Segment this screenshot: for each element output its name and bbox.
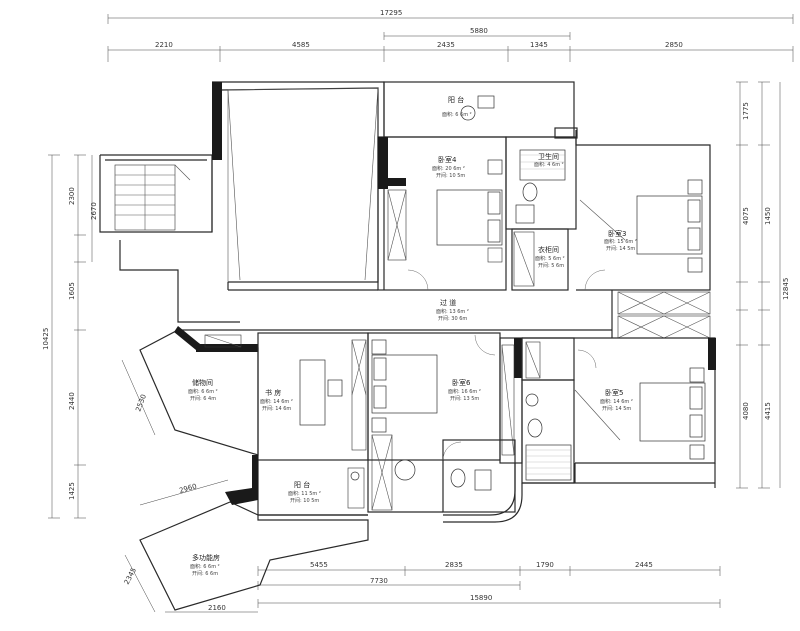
dim-top-seg-5: 2850: [665, 41, 683, 49]
room-balcony-south-name: 阳 台: [294, 480, 310, 489]
room-balcony-north-area: 面积: 6 6m ²: [442, 111, 472, 118]
dim-right-1: 1775: [742, 102, 750, 120]
room-bedroom-5-name: 卧室5: [605, 388, 623, 397]
dim-right-2: 4075: [742, 207, 750, 225]
room-study-extra: 开间: 14 6m: [262, 405, 291, 412]
room-study-name: 书 房: [265, 388, 281, 397]
room-bedroom-4-extra: 开间: 10 5m: [436, 172, 465, 179]
dim-bottom-sub: 7730: [370, 577, 388, 585]
bedroom-6-area: 卧室6 面积: 16 6m ² 开间: 13 5m: [367, 332, 501, 511]
dim-left-1: 2300: [68, 187, 76, 205]
room-bedroom-4-name: 卧室4: [438, 155, 457, 164]
room-storage-name: 储物间: [192, 378, 213, 387]
room-bedroom-3-area: 面积: 15 6m ²: [604, 238, 637, 245]
room-storage-extra: 开间: 6 4m: [190, 395, 216, 402]
stairwell: [99, 154, 240, 323]
dim-right-4: 1450: [764, 207, 772, 225]
dim-top-seg-4: 1345: [530, 41, 548, 49]
southeast-bath-area: [521, 379, 575, 484]
storage-area: 储物间 面积: 6 6m ² 开间: 6 4m: [139, 326, 259, 456]
dim-bottom-2: 2835: [445, 561, 463, 569]
storage-dimensions: 2530: [121, 359, 156, 436]
room-bedroom-5-extra: 开间: 14 5m: [602, 405, 631, 412]
room-corridor-extra: 开间: 30 6m: [438, 315, 467, 322]
dim-bottom-3: 1790: [536, 561, 554, 569]
room-bathroom-north-area: 面积: 4 6m ²: [534, 161, 564, 168]
dim-bottom-left: 2160: [208, 604, 226, 612]
bedroom-4-area: 卧室4 面积: 20 6m ² 开间: 10 5m: [377, 136, 507, 291]
room-study-area: 面积: 14 6m ²: [260, 398, 293, 405]
room-multi-extra: 开间: 6 6m: [192, 570, 218, 577]
room-bedroom-6-extra: 开间: 13 5m: [450, 395, 479, 402]
dim-top-seg-2: 4585: [292, 41, 310, 49]
dim-top-total: 17295: [380, 9, 402, 17]
top-dimensions: 17295 5880 2210 4585 2435 1345 2850: [107, 9, 794, 62]
dim-left-small: 2670: [90, 202, 98, 220]
room-storage-area: 面积: 6 6m ²: [188, 388, 218, 395]
dim-bottom-1: 5455: [310, 561, 328, 569]
room-multi-area: 面积: 6 6m ²: [190, 563, 220, 570]
outer-walls: [522, 127, 716, 488]
room-bedroom-4-area: 面积: 20 6m ²: [432, 165, 465, 172]
room-corridor-name: 过 道: [440, 298, 456, 307]
dim-left-3: 2440: [68, 392, 76, 410]
room-bathroom-north-name: 卫生间: [538, 152, 559, 161]
room-multi-name: 多功能房: [192, 553, 220, 562]
room-balcony-north-name: 阳 台: [448, 95, 464, 104]
room-bedroom-3-name: 卧室3: [608, 229, 626, 238]
room-bedroom-6-area: 面积: 16 6m ²: [448, 388, 481, 395]
room-bedroom-3-extra: 开间: 14 5m: [606, 245, 635, 252]
dim-top-seg-1: 2210: [155, 41, 173, 49]
room-closet-area: 面积: 5 6m ²: [535, 255, 565, 262]
balcony-south-area: 阳 台 面积: 11 5m ² 开间: 10 5m: [257, 460, 523, 523]
dim-bottom-4: 2445: [635, 561, 653, 569]
room-balcony-south-area: 面积: 11 5m ²: [288, 490, 321, 497]
bottom-dimensions: 5455 2835 1790 2445 7730 15890 2160: [165, 561, 721, 613]
study-area: 书 房 面积: 14 6m ² 开间: 14 6m: [204, 332, 369, 461]
balcony-north-area: 阳 台 面积: 6 6m ²: [383, 81, 575, 138]
northwest-terrace: [211, 81, 385, 290]
dim-storage-side: 2530: [134, 393, 148, 412]
right-dimensions: 1775 4075 4080 1450 4415 12845: [736, 81, 790, 489]
room-corridor-area: 面积: 13 6m ²: [436, 308, 469, 315]
room-closet-name: 衣柜间: [538, 245, 559, 254]
left-dimensions: 10425 2300 1605 2440 1425 2670: [42, 154, 98, 519]
bedroom-5-area: 卧室5 面积: 14 6m ² 开间: 14 5m: [521, 337, 716, 464]
dim-multi-side: 2345: [123, 566, 138, 585]
dim-left-4: 1425: [68, 482, 76, 500]
dim-multi-top: 2960: [178, 482, 197, 495]
room-balcony-south-extra: 开间: 10 5m: [290, 497, 319, 504]
room-bedroom-5-area: 面积: 14 6m ²: [600, 398, 633, 405]
dim-top-seg-3: 2435: [437, 41, 455, 49]
dim-right-5: 4415: [764, 402, 772, 420]
closet-area: 衣柜间 面积: 5 6m ² 开间: 5 6m: [511, 228, 569, 291]
south-bath-area: [442, 337, 523, 513]
room-bedroom-6-name: 卧室6: [452, 378, 471, 387]
dim-left-2: 1605: [68, 282, 76, 300]
dim-left-total: 10425: [42, 328, 50, 350]
dim-top-sub: 5880: [470, 27, 488, 35]
dim-bottom-total: 15890: [470, 594, 492, 602]
dim-right-total: 12845: [782, 278, 790, 300]
multi-room-area: 多功能房 面积: 6 6m ² 开间: 6 6m 2345 2960: [123, 455, 369, 613]
room-closet-extra: 开间: 5 6m: [538, 262, 564, 269]
bedroom-3-area: 卧室3 面积: 15 6m ² 开间: 14 5m: [575, 137, 711, 291]
corridor-area: 过 道 面积: 13 6m ² 开间: 30 6m: [178, 289, 711, 339]
bathroom-north-area: 卫生间 面积: 4 6m ²: [505, 136, 577, 230]
dim-right-3: 4080: [742, 402, 750, 420]
